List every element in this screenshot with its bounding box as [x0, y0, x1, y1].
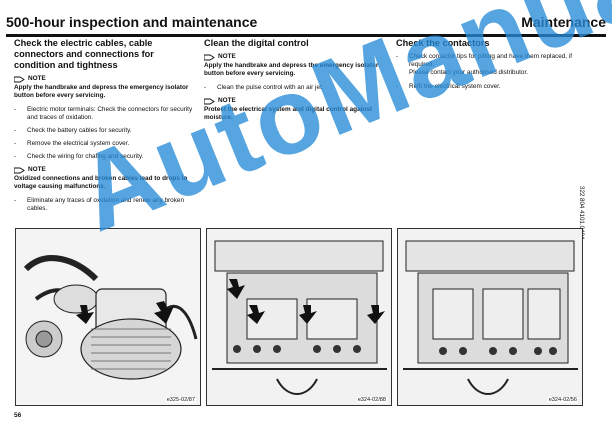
- note-header: NOTE: [204, 97, 384, 105]
- control-illustration: [207, 229, 391, 405]
- instruction-list: Eliminate any traces of oxidation and re…: [14, 197, 194, 213]
- figure-caption: e324-02/88: [356, 397, 387, 403]
- figure-contactors: e324-02/56: [397, 228, 583, 406]
- list-item: Refit the electrical system cover.: [396, 83, 586, 91]
- instruction-list: Clean the pulse control with an air jet.: [204, 84, 384, 92]
- note-label: NOTE: [218, 53, 236, 60]
- page-header: 500-hour inspection and maintenance Main…: [6, 12, 606, 37]
- list-item: Clean the pulse control with an air jet.: [204, 84, 384, 92]
- note-label: NOTE: [218, 97, 236, 104]
- figure-motor-terminals: e325-02/87: [15, 228, 201, 406]
- list-item: Check contactor tips for pitting and hav…: [396, 53, 586, 77]
- note-text: Oxidized connections and broken cables l…: [14, 175, 188, 190]
- pointing-hand-icon: [14, 76, 25, 82]
- column-cables: Check the electric cables, cable connect…: [14, 38, 194, 218]
- contactor-illustration: [398, 229, 582, 405]
- list-item: Electric motor terminals: Check the conn…: [14, 106, 194, 122]
- heading-digital-control: Clean the digital control: [204, 38, 309, 48]
- chapter-title: Maintenance: [521, 14, 606, 30]
- note-label: NOTE: [28, 166, 46, 173]
- list-item: Check the wiring for chafing and securit…: [14, 153, 194, 161]
- pointing-hand-icon: [204, 98, 215, 104]
- motor-illustration: [16, 229, 200, 405]
- instruction-list: Electric motor terminals: Check the conn…: [14, 106, 194, 161]
- instruction-list: Check contactor tips for pitting and hav…: [396, 53, 586, 91]
- section-title: 500-hour inspection and maintenance: [6, 14, 258, 30]
- note-text: Apply the handbrake and depress the emer…: [204, 62, 379, 77]
- note-header: NOTE: [14, 75, 194, 83]
- figure-caption: e325-02/87: [165, 397, 196, 403]
- list-item: Remove the electrical system cover.: [14, 140, 194, 148]
- pointing-hand-icon: [204, 54, 215, 60]
- figure-caption: e324-02/56: [547, 397, 578, 403]
- note-header: NOTE: [204, 53, 384, 61]
- note-label: NOTE: [28, 75, 46, 82]
- page-number: 56: [14, 412, 22, 419]
- column-digital-control: Clean the digital control NOTE Apply the…: [204, 38, 384, 128]
- note-text: Apply the handbrake and depress the emer…: [14, 84, 189, 99]
- list-item: Check the battery cables for security.: [14, 127, 194, 135]
- figure-digital-control: e324-02/88: [206, 228, 392, 406]
- heading-cables: Check the electric cables, cable connect…: [14, 38, 154, 70]
- heading-contactors: Check the contactors: [396, 38, 490, 48]
- pointing-hand-icon: [14, 167, 25, 173]
- note-text: Protect the electrical system and digita…: [204, 106, 372, 121]
- note-header: NOTE: [14, 166, 194, 174]
- column-contactors: Check the contactors Check contactor tip…: [396, 38, 586, 96]
- list-item: Eliminate any traces of oxidation and re…: [14, 197, 194, 213]
